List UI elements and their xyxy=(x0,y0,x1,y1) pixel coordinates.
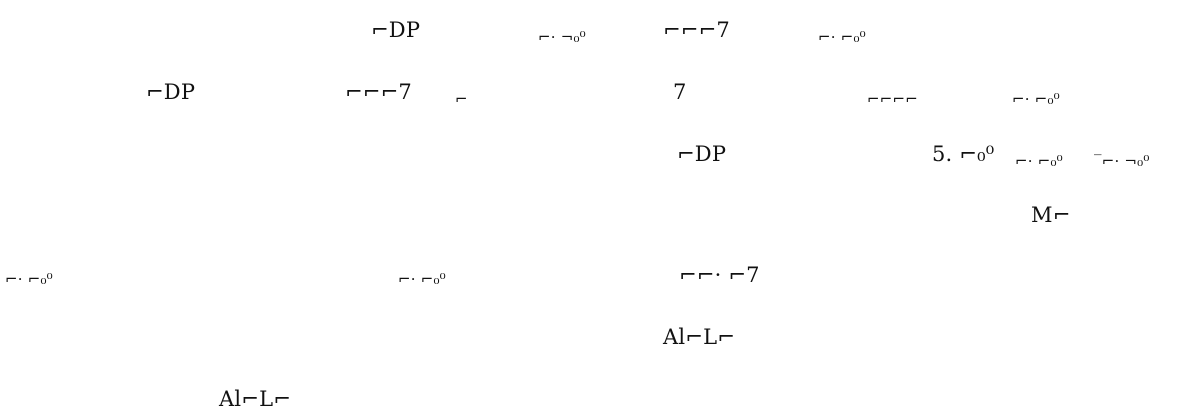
text-fragment: ⌐⌐⌐7 xyxy=(663,18,730,42)
text-fragment: ⌐· ⌐₀⁰ xyxy=(818,28,866,46)
text-fragment: ⌐⌐⌐7 xyxy=(345,80,412,104)
text-fragment: ⌐DP xyxy=(677,142,727,166)
text-fragment: 7 xyxy=(673,80,687,104)
text-fragment: ⌐⌐· ⌐7 xyxy=(679,263,760,287)
text-fragment: Al⌐L⌐ xyxy=(219,387,292,411)
text-fragment: 5. ⌐₀⁰ xyxy=(932,142,995,166)
text-fragment: Al⌐L⌐ xyxy=(663,325,736,349)
text-fragment: ⌐DP xyxy=(371,18,421,42)
text-fragment: ‾⌐· ¬₀⁰ xyxy=(1094,152,1150,170)
text-fragment: ⌐· ⌐₀⁰ xyxy=(398,270,446,288)
text-fragment: M⌐ xyxy=(1031,203,1071,227)
text-fragment: ⌐· ¬₀⁰ xyxy=(538,28,586,46)
text-fragment: ⌐ xyxy=(455,90,468,108)
text-fragment: ⌐· ⌐₀⁰ xyxy=(1015,152,1063,170)
text-fragment: ⌐⌐⌐⌐ xyxy=(867,90,919,108)
text-fragment: ⌐· ⌐₀⁰ xyxy=(1012,90,1060,108)
text-fragment: ⌐· ⌐₀⁰ xyxy=(5,270,53,288)
text-fragment: ⌐DP xyxy=(146,80,196,104)
